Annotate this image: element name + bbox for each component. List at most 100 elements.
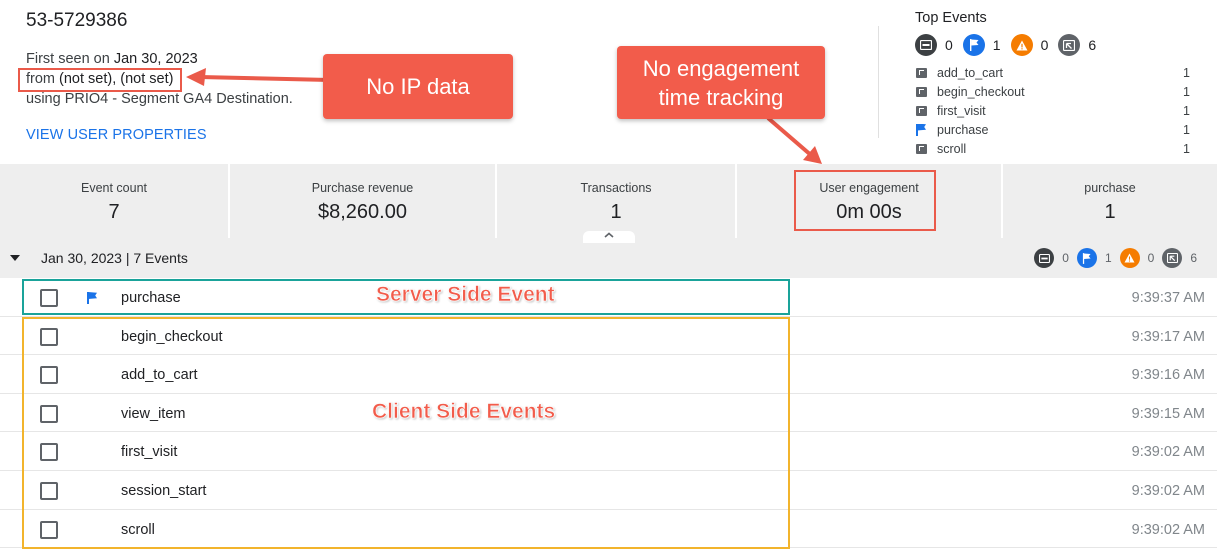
top-event-name: purchase <box>937 122 989 137</box>
source-value: PRIO4 - Segment GA4 Destination. <box>64 91 293 107</box>
event-row[interactable]: add_to_cart 9:39:16 AM <box>0 355 1217 394</box>
event-time: 9:39:16 AM <box>1131 367 1205 384</box>
metric-label: Event count <box>80 181 147 195</box>
row-checkbox[interactable] <box>40 520 58 539</box>
summary-count: 0 <box>1062 251 1069 265</box>
summary-count: 0 <box>945 37 953 53</box>
top-events-summary: 0 1 0 6 <box>915 34 1106 56</box>
first-seen-line: First seen on Jan 30, 2023 <box>26 51 198 67</box>
metric-label: User engagement <box>819 181 919 195</box>
summary-dark-events: 0 <box>915 34 953 56</box>
warning-icon <box>1010 34 1033 56</box>
top-event-item[interactable]: first_visit 1 <box>915 101 1190 120</box>
location-prefix: from <box>26 71 55 87</box>
first-seen-prefix: First seen on <box>26 51 110 67</box>
row-checkbox[interactable] <box>40 481 58 500</box>
top-event-name: add_to_cart <box>937 65 1004 80</box>
event-row[interactable]: first_visit 9:39:02 AM <box>0 432 1217 471</box>
conversion-flag-icon <box>1076 248 1097 268</box>
summary-conversions: 1 <box>1076 248 1112 268</box>
summary-dark-events: 0 <box>1034 248 1069 268</box>
view-user-properties-link[interactable]: VIEW USER PROPERTIES <box>26 127 207 143</box>
top-events-list: add_to_cart 1 begin_checkout 1 first_vis… <box>915 63 1190 158</box>
event-icon <box>915 105 927 117</box>
top-event-count: 1 <box>1183 103 1190 118</box>
event-name: purchase <box>121 290 181 306</box>
event-name: view_item <box>121 405 186 422</box>
location-line: from (not set), (not set) <box>26 71 173 87</box>
event-list: purchase 9:39:37 AM begin_checkout 9:39:… <box>0 278 1217 549</box>
top-event-item[interactable]: scroll 1 <box>915 139 1190 158</box>
top-event-count: 1 <box>1183 65 1190 80</box>
source-line: using PRIO4 - Segment GA4 Destination. <box>26 91 293 107</box>
event-row[interactable]: session_start 9:39:02 AM <box>0 471 1217 510</box>
event-icon <box>915 143 927 155</box>
summary-events: 6 <box>1162 248 1197 268</box>
top-event-item[interactable]: begin_checkout 1 <box>915 82 1190 101</box>
top-event-item[interactable]: purchase 1 <box>915 120 1190 139</box>
top-event-count: 1 <box>1183 84 1190 99</box>
first-seen-date: Jan 30, 2023 <box>113 51 198 67</box>
event-row[interactable]: purchase 9:39:37 AM <box>0 278 1217 317</box>
conversion-flag-icon <box>962 34 985 56</box>
date-group-summary: 0 1 0 6 <box>1034 248 1205 268</box>
metric-event-count: Event count 7 <box>0 164 230 238</box>
metric-purchase: purchase 1 <box>1003 164 1217 238</box>
panel-divider <box>878 26 879 138</box>
row-checkbox[interactable] <box>40 289 58 307</box>
event-time: 9:39:02 AM <box>1131 482 1205 499</box>
event-time: 9:39:37 AM <box>1131 290 1205 306</box>
top-event-name: first_visit <box>937 103 986 118</box>
metric-value: 0m 00s <box>836 201 902 223</box>
caret-down-icon[interactable] <box>10 255 20 261</box>
source-prefix: using <box>26 91 61 107</box>
event-row[interactable]: begin_checkout 9:39:17 AM <box>0 317 1217 356</box>
top-event-count: 1 <box>1183 122 1190 137</box>
summary-count: 0 <box>1147 251 1155 265</box>
row-checkbox[interactable] <box>40 366 58 385</box>
metric-value: 7 <box>108 201 120 223</box>
flag-icon <box>915 123 927 136</box>
dark-event-icon <box>915 34 937 56</box>
server-side-highlight-box <box>22 279 790 315</box>
warning-icon <box>1119 248 1140 268</box>
metric-value: $8,260.00 <box>318 201 407 223</box>
metric-transactions: Transactions 1 <box>497 164 737 238</box>
no-engagement-line1: No engagement <box>642 55 800 81</box>
metric-label: Purchase revenue <box>311 181 414 195</box>
event-time: 9:39:02 AM <box>1131 521 1205 538</box>
row-checkbox[interactable] <box>40 443 58 462</box>
client-side-highlight-box <box>22 317 790 549</box>
metric-user-engagement: User engagement 0m 00s <box>737 164 1003 238</box>
event-icon <box>1162 248 1183 268</box>
date-group-title: Jan 30, 2023 | 7 Events <box>41 250 188 266</box>
top-event-count: 1 <box>1183 141 1190 156</box>
event-icon <box>915 67 927 79</box>
summary-events: 6 <box>1058 34 1096 56</box>
summary-count: 6 <box>1190 251 1197 265</box>
event-time: 9:39:17 AM <box>1131 328 1205 345</box>
no-engagement-callout: No engagement time tracking <box>617 46 825 119</box>
top-event-name: begin_checkout <box>937 84 1025 99</box>
event-row[interactable]: view_item 9:39:15 AM <box>0 394 1217 433</box>
top-events-title: Top Events <box>915 10 987 26</box>
metrics-bar: Event count 7 Purchase revenue $8,260.00… <box>0 164 1217 238</box>
row-checkbox[interactable] <box>40 327 58 346</box>
event-icon <box>1058 34 1081 56</box>
summary-conversions: 1 <box>962 34 1001 56</box>
collapse-metrics-button[interactable] <box>583 231 635 243</box>
summary-warnings: 0 <box>1119 248 1155 268</box>
event-icon <box>915 86 927 98</box>
user-id: 53-5729386 <box>26 10 128 31</box>
top-event-item[interactable]: add_to_cart 1 <box>915 63 1190 82</box>
location-value: (not set), (not set) <box>59 71 174 87</box>
summary-count: 6 <box>1088 37 1097 53</box>
event-time: 9:39:15 AM <box>1131 405 1205 422</box>
summary-count: 1 <box>1104 251 1112 265</box>
date-group-header[interactable]: Jan 30, 2023 | 7 Events <box>0 238 1217 278</box>
row-checkbox[interactable] <box>40 404 58 423</box>
event-time: 9:39:02 AM <box>1131 444 1205 461</box>
client-side-label: Client Side Events <box>372 400 556 424</box>
top-event-name: scroll <box>937 141 967 156</box>
